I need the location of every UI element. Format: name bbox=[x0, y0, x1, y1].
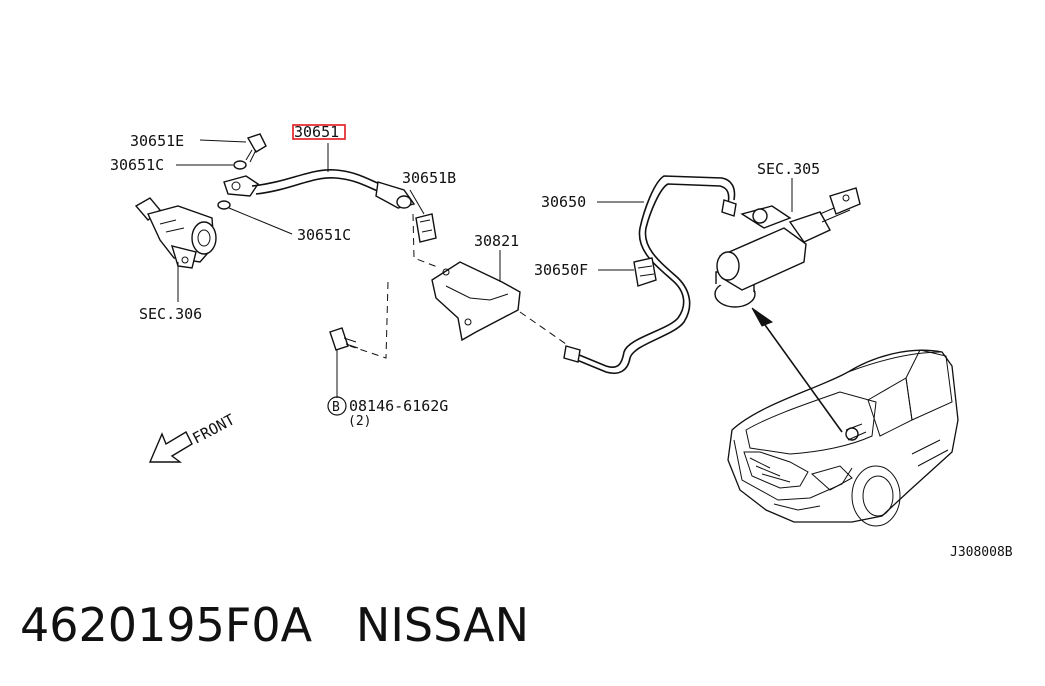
label-30651C-top: 30651C bbox=[110, 156, 164, 174]
hose-clip bbox=[409, 189, 437, 243]
bracket bbox=[431, 250, 521, 342]
label-30650F: 30650F bbox=[534, 261, 588, 279]
label-30651B: 30651B bbox=[402, 169, 456, 187]
label-sec-306: SEC.306 bbox=[139, 305, 202, 323]
clutch-tube bbox=[563, 175, 737, 374]
bolt bbox=[327, 327, 359, 416]
label-30651E: 30651E bbox=[130, 132, 184, 150]
copper-washer-top bbox=[176, 160, 247, 170]
diagram-code: J308008B bbox=[950, 545, 1013, 560]
location-arrow bbox=[751, 307, 843, 433]
guide-line-tube bbox=[519, 311, 567, 345]
label-30821: 30821 bbox=[474, 232, 519, 250]
front-label: FRONT bbox=[189, 410, 237, 447]
label-30651: 30651 bbox=[294, 123, 339, 141]
highlight-box bbox=[292, 124, 346, 140]
label-sec-305: SEC.305 bbox=[757, 160, 820, 178]
label-bolt-part: 08146-6162G bbox=[349, 397, 448, 415]
part-number-caption: 4620195F0A NISSAN bbox=[20, 598, 530, 652]
car-illustration bbox=[727, 349, 959, 527]
tube-clip bbox=[598, 257, 657, 287]
bleeder-screw bbox=[199, 133, 267, 163]
clutch-hose bbox=[251, 143, 416, 209]
master-cylinder bbox=[714, 178, 861, 308]
slave-cylinder bbox=[134, 197, 217, 302]
bolt-callout-letter: B bbox=[332, 400, 340, 415]
label-30651C-side: 30651C bbox=[297, 226, 351, 244]
label-bolt-qty: (2) bbox=[348, 414, 371, 429]
bolt-callout-circle bbox=[327, 396, 347, 416]
guide-line-clip bbox=[412, 213, 441, 269]
front-direction-arrow: FRONT bbox=[148, 410, 238, 463]
guide-line-bolt bbox=[349, 281, 389, 359]
label-30650: 30650 bbox=[541, 193, 586, 211]
union-fitting bbox=[217, 175, 293, 235]
